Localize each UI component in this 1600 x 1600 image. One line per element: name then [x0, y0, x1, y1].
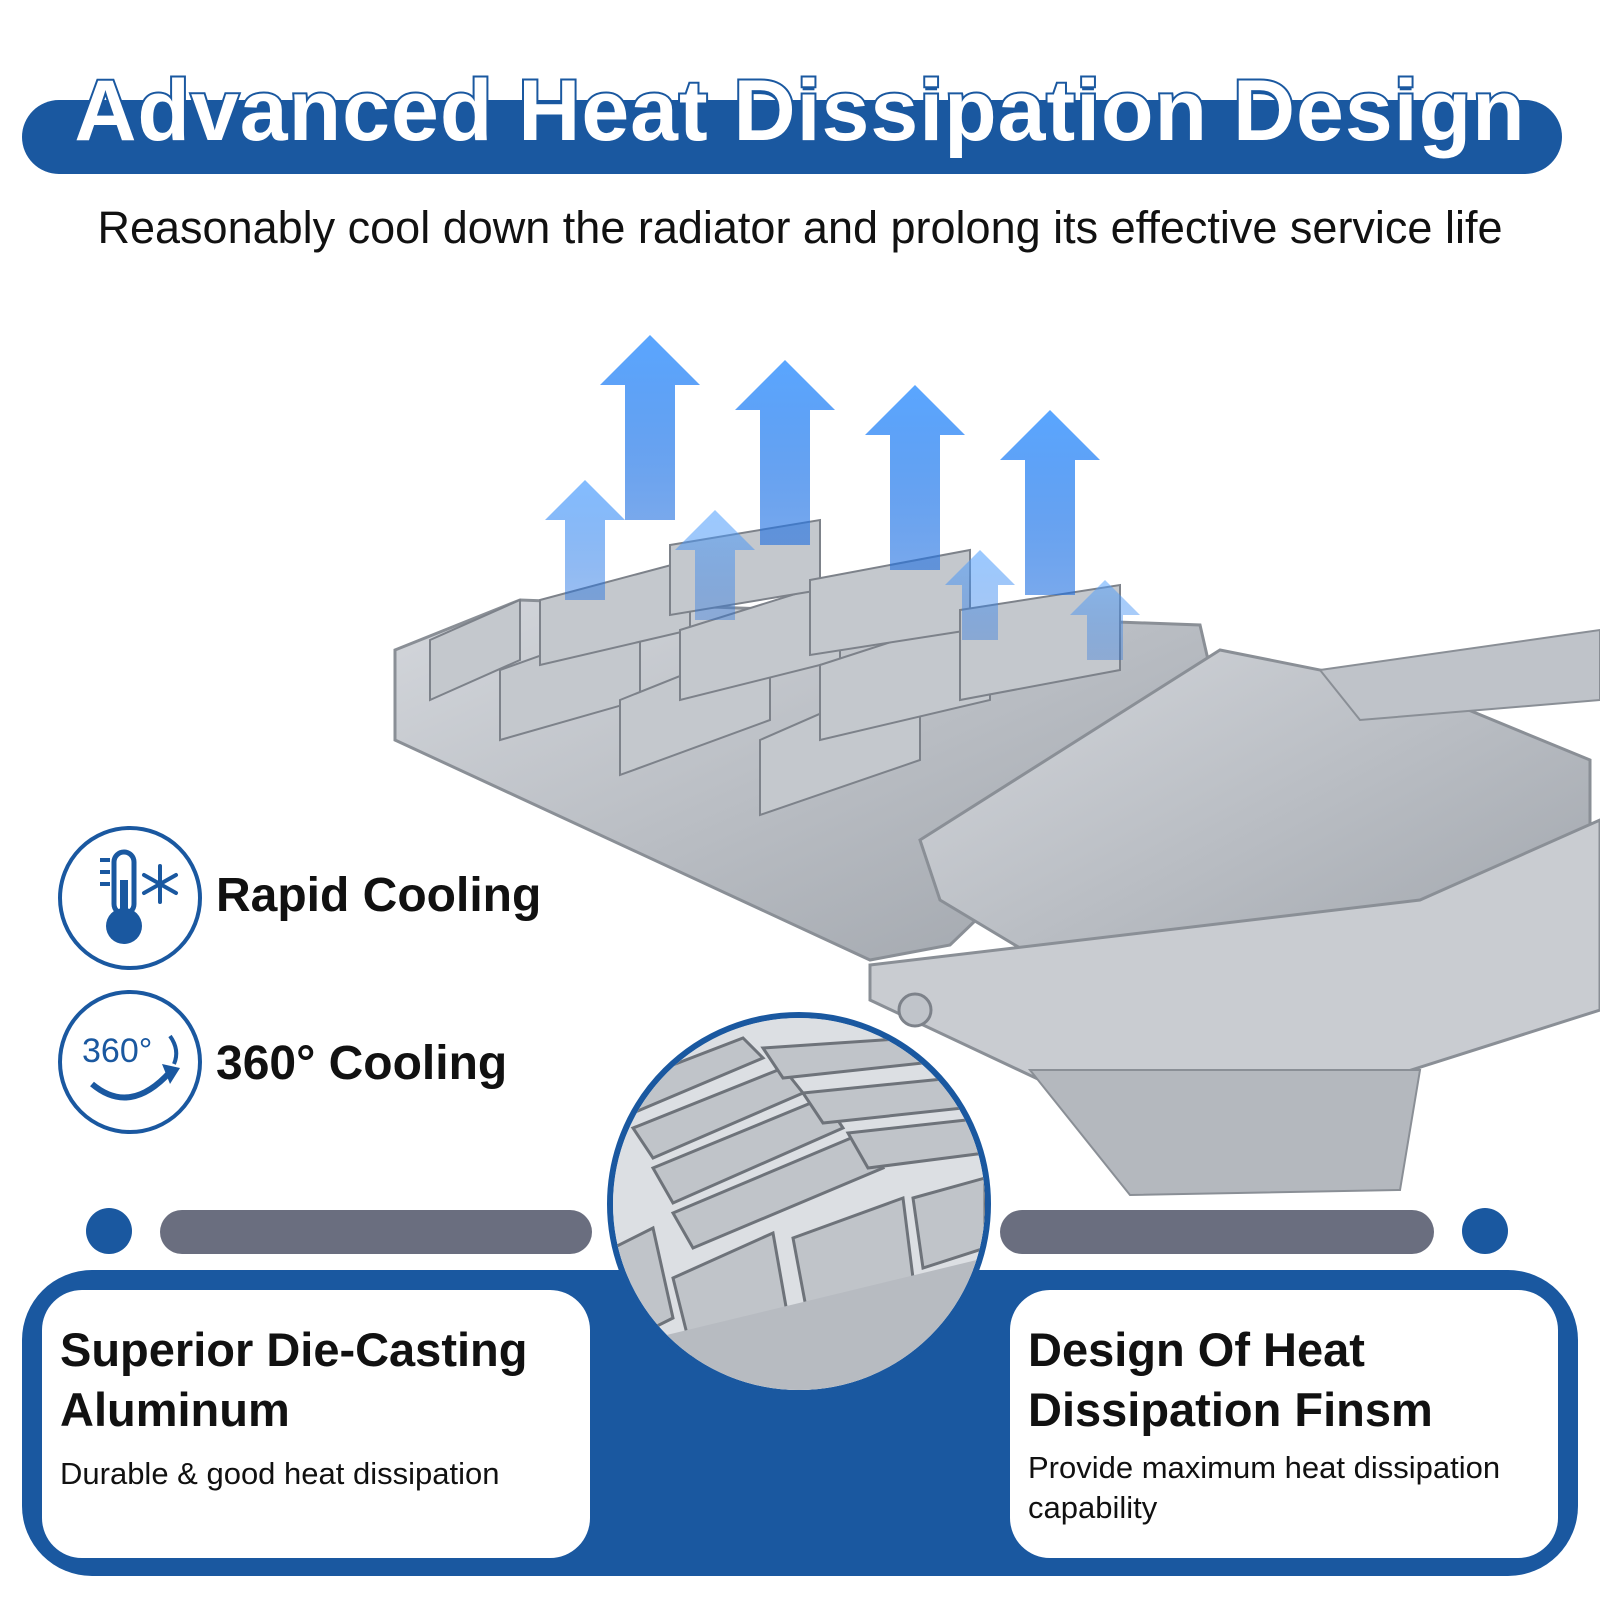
divider-bar-left — [160, 1210, 592, 1254]
title-banner — [22, 100, 1562, 174]
page-title: Advanced Heat Dissipation Design — [72, 61, 1526, 161]
rapid-cooling-badge — [58, 826, 202, 970]
card-description: Provide maximum heat dissipation capabil… — [1028, 1448, 1540, 1528]
divider-dot-right — [1462, 1208, 1508, 1254]
thermometer-snowflake-icon — [100, 849, 178, 944]
bracket-arm — [1318, 628, 1600, 722]
card-die-casting: Superior Die-Casting Aluminum Durable & … — [42, 1290, 590, 1558]
page-subtitle: Reasonably cool down the radiator and pr… — [97, 202, 1503, 253]
fin-closeup-image — [613, 1018, 985, 1390]
airflow-arrows — [545, 335, 1140, 660]
divider-bar-right — [1000, 1210, 1434, 1254]
card-title-line2: Dissipation Finsm — [1028, 1383, 1433, 1436]
card-heat-fins: Design Of Heat Dissipation Finsm Provide… — [1010, 1290, 1558, 1558]
card-description-line2: capability — [1028, 1490, 1158, 1525]
feature-label-rapid-cooling: Rapid Cooling — [216, 869, 542, 922]
card-description: Durable & good heat dissipation — [60, 1456, 500, 1491]
fin-detail-zoom — [607, 1012, 991, 1396]
card-title-line1: Design Of Heat — [1028, 1323, 1365, 1376]
rotation-360-icon: 360° — [82, 1032, 180, 1101]
feature-label-360-cooling: 360° Cooling — [216, 1037, 508, 1090]
card-title-line1: Superior Die-Casting — [60, 1323, 528, 1376]
card-description-line1: Provide maximum heat dissipation — [1028, 1450, 1501, 1485]
360-cooling-badge: 360° — [58, 990, 202, 1134]
divider-dot-left — [86, 1208, 132, 1254]
card-title-line2: Aluminum — [60, 1383, 290, 1436]
360-icon-text: 360° — [82, 1032, 152, 1070]
